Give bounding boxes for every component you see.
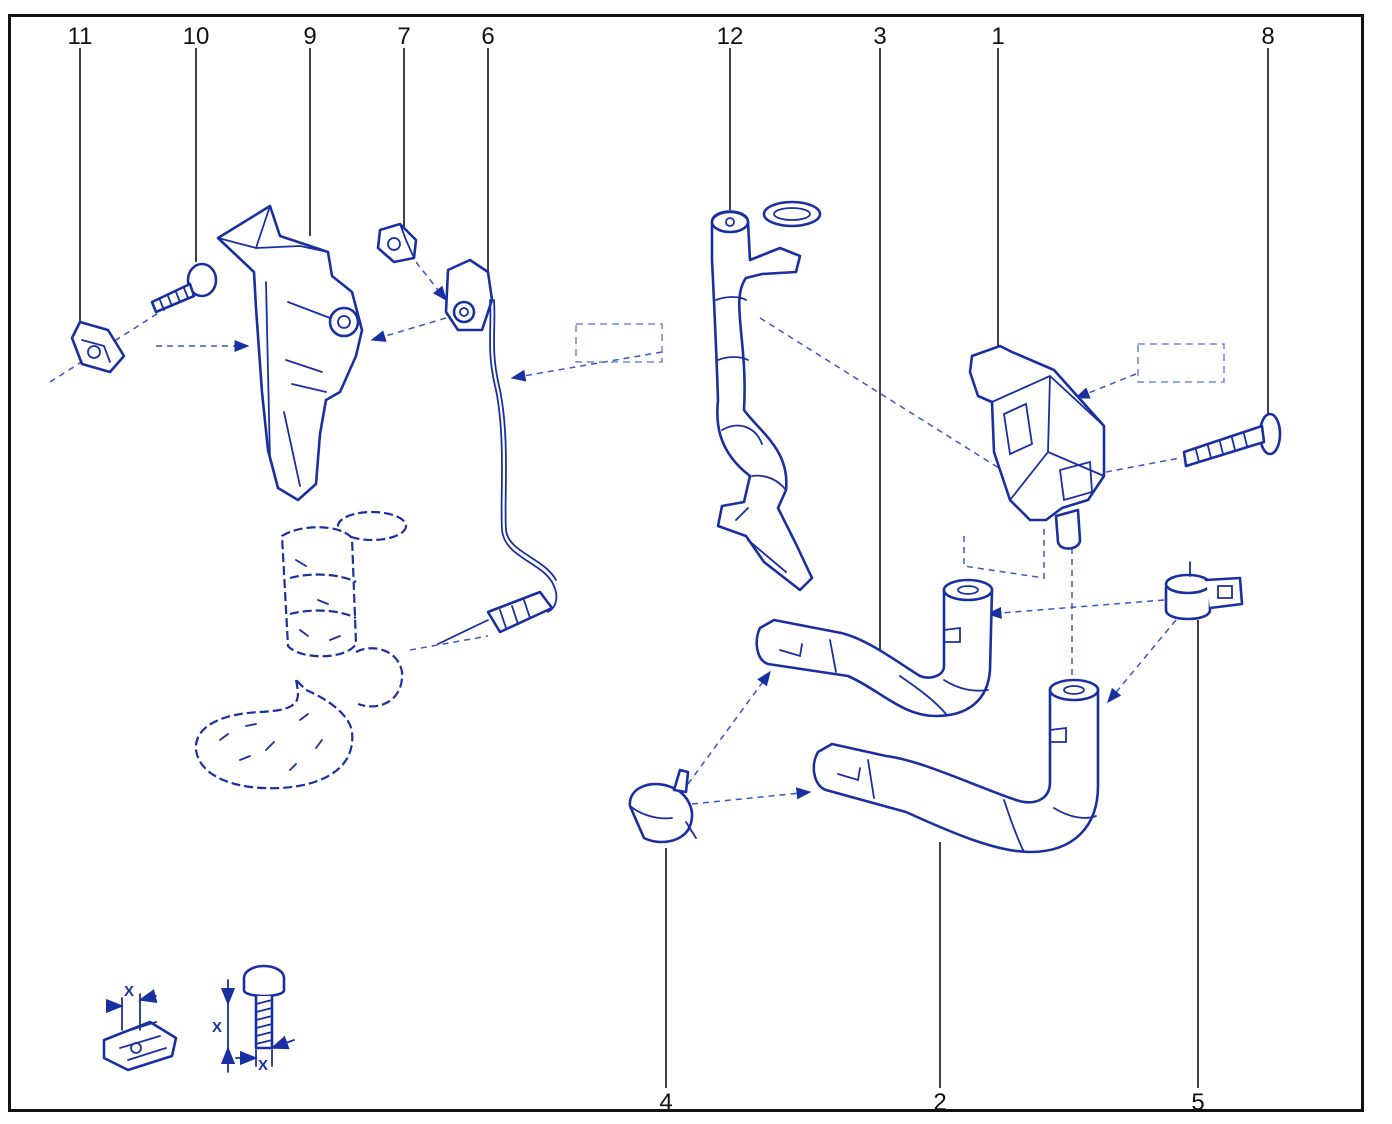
callout-10: 10: [183, 23, 210, 50]
part-1-control-module: [968, 344, 1106, 550]
callout-9: 9: [303, 23, 316, 50]
part-4-clamp: [628, 768, 697, 844]
part-7-clip: [376, 222, 418, 264]
callout-numbers: 11 10 9 7 6 12 3 1 8 4 2 5: [68, 23, 1275, 1116]
ghost-assembly-reference: [194, 510, 408, 790]
part-11-clip-nut: [70, 320, 126, 374]
detail-inset-bolt: X X: [212, 964, 295, 1074]
part-9-pedal-assembly: [216, 204, 364, 502]
callout-12: 12: [717, 23, 744, 50]
callout-7: 7: [397, 23, 410, 50]
callout-4: 4: [659, 1089, 672, 1116]
part-6-sensor-cable: [437, 258, 558, 645]
part-10-bolt: [150, 262, 218, 314]
dimension-x-3: X: [258, 1057, 268, 1074]
callout-3: 3: [873, 23, 886, 50]
dimension-x-1: X: [124, 983, 134, 1000]
callout-11: 11: [68, 23, 93, 50]
callout-2: 2: [933, 1089, 946, 1116]
assembly-lines: [49, 261, 1181, 805]
callout-8: 8: [1261, 23, 1274, 50]
callout-1: 1: [991, 23, 1004, 50]
dimension-x-2: X: [212, 1019, 222, 1036]
part-12-clamp-arm: [710, 200, 822, 592]
detail-inset-clip-nut: X: [102, 983, 178, 1072]
part-2-lower-hose: [812, 678, 1100, 854]
reference-box-right: [1137, 343, 1225, 383]
part-8-long-bolt: [1182, 412, 1282, 468]
callout-5: 5: [1191, 1089, 1204, 1116]
callout-6: 6: [481, 23, 494, 50]
reference-box-left: [575, 323, 663, 363]
part-5-clamp: [1164, 561, 1244, 621]
leader-lines: [79, 48, 1269, 1088]
diagram-frame: [8, 14, 1364, 1112]
part-3-upper-hose: [755, 578, 994, 718]
